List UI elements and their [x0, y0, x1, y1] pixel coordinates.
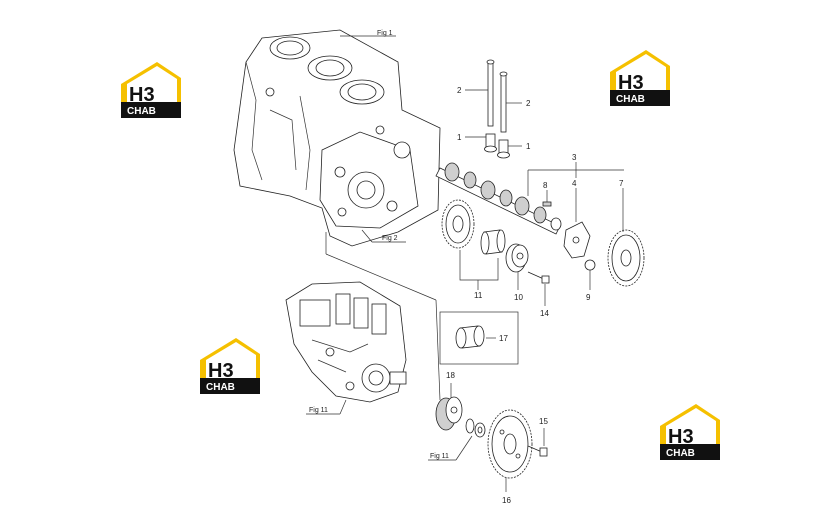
- fig2-ref: Fig 2: [382, 235, 398, 242]
- camshaft: [435, 162, 562, 235]
- callout-4: 4: [572, 179, 577, 188]
- bushing-17: [455, 325, 485, 349]
- callout-1b: 1: [526, 142, 531, 151]
- callout-18: 18: [446, 371, 455, 380]
- watermark-logo-3: H3 CHAB: [200, 338, 260, 394]
- svg-text:H3: H3: [618, 72, 644, 94]
- bushing-inset-box: [439, 311, 519, 365]
- bolt-9: [584, 259, 596, 290]
- callout-9: 9: [586, 293, 591, 302]
- svg-text:CHAB: CHAB: [666, 448, 695, 459]
- tappets: [484, 133, 510, 159]
- bushing: [480, 229, 506, 255]
- watermark-logo-1: H3 CHAB: [121, 62, 181, 118]
- pump-drive-flange: [435, 396, 463, 431]
- callout-7: 7: [619, 179, 624, 188]
- fig11a-ref: Fig 11: [309, 407, 328, 414]
- svg-text:H3: H3: [668, 426, 694, 448]
- engine-block: [233, 29, 441, 247]
- svg-text:CHAB: CHAB: [127, 106, 156, 117]
- callout-10: 10: [514, 293, 523, 302]
- fig11b-ref: Fig 11: [430, 453, 449, 460]
- idle-gear: [441, 199, 475, 249]
- callout-16: 16: [502, 496, 511, 505]
- callout-8: 8: [543, 181, 548, 190]
- callout-15: 15: [539, 417, 548, 426]
- push-rods: [486, 59, 508, 133]
- fig1-ref: Fig 1: [377, 30, 393, 37]
- svg-text:CHAB: CHAB: [616, 94, 645, 105]
- injection-pump: [285, 281, 407, 403]
- svg-text:H3: H3: [129, 84, 155, 106]
- callout-11: 11: [474, 291, 483, 300]
- watermark-logo-2: H3 CHAB: [610, 50, 670, 106]
- svg-text:CHAB: CHAB: [206, 382, 235, 393]
- washer-nut: [465, 418, 486, 438]
- idle-gear-shaft: [505, 243, 529, 273]
- pump-gear: [487, 409, 533, 479]
- key-part: [542, 201, 552, 207]
- callout-2b: 2: [526, 99, 531, 108]
- svg-text:H3: H3: [208, 360, 234, 382]
- callout-14: 14: [540, 309, 549, 318]
- callout-17: 17: [499, 334, 508, 343]
- callout-2a: 2: [457, 86, 462, 95]
- callout-1a: 1: [457, 133, 462, 142]
- callout-3: 3: [572, 153, 577, 162]
- bolt-15: [527, 445, 548, 457]
- watermark-logo-4: H3 CHAB: [660, 404, 720, 460]
- cam-gear: [607, 229, 645, 287]
- bolt-14: [527, 271, 550, 284]
